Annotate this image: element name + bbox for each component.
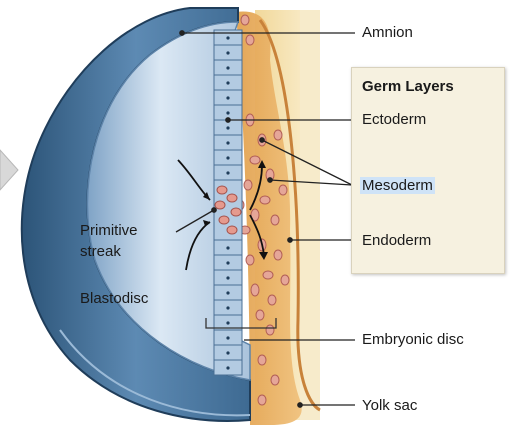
left-pointer-shape [0, 149, 19, 191]
germ-layers-legend-box [351, 67, 505, 274]
leader-lines [175, 30, 355, 408]
label-mesoderm-text: Mesoderm [360, 177, 435, 194]
label-ectoderm: Ectoderm [362, 111, 427, 128]
ectoderm-layer [213, 29, 243, 376]
primitive-streak-region [214, 185, 242, 235]
embryonic-disc-bracket [205, 318, 277, 329]
label-mesoderm: Mesoderm [360, 177, 435, 195]
amnion-shell [20, 7, 251, 422]
legend-title: Germ Layers [362, 78, 454, 95]
label-primitive-streak-line2: streak [80, 243, 121, 260]
label-embryonic-disc: Embryonic disc [362, 331, 464, 348]
label-blastodisc: Blastodisc [80, 290, 149, 307]
label-amnion: Amnion [362, 24, 413, 41]
arrow-heads [203, 160, 268, 260]
label-endoderm: Endoderm [362, 232, 432, 249]
label-yolk-sac: Yolk sac [362, 397, 418, 414]
label-primitive-streak-line1: Primitive [80, 222, 138, 239]
